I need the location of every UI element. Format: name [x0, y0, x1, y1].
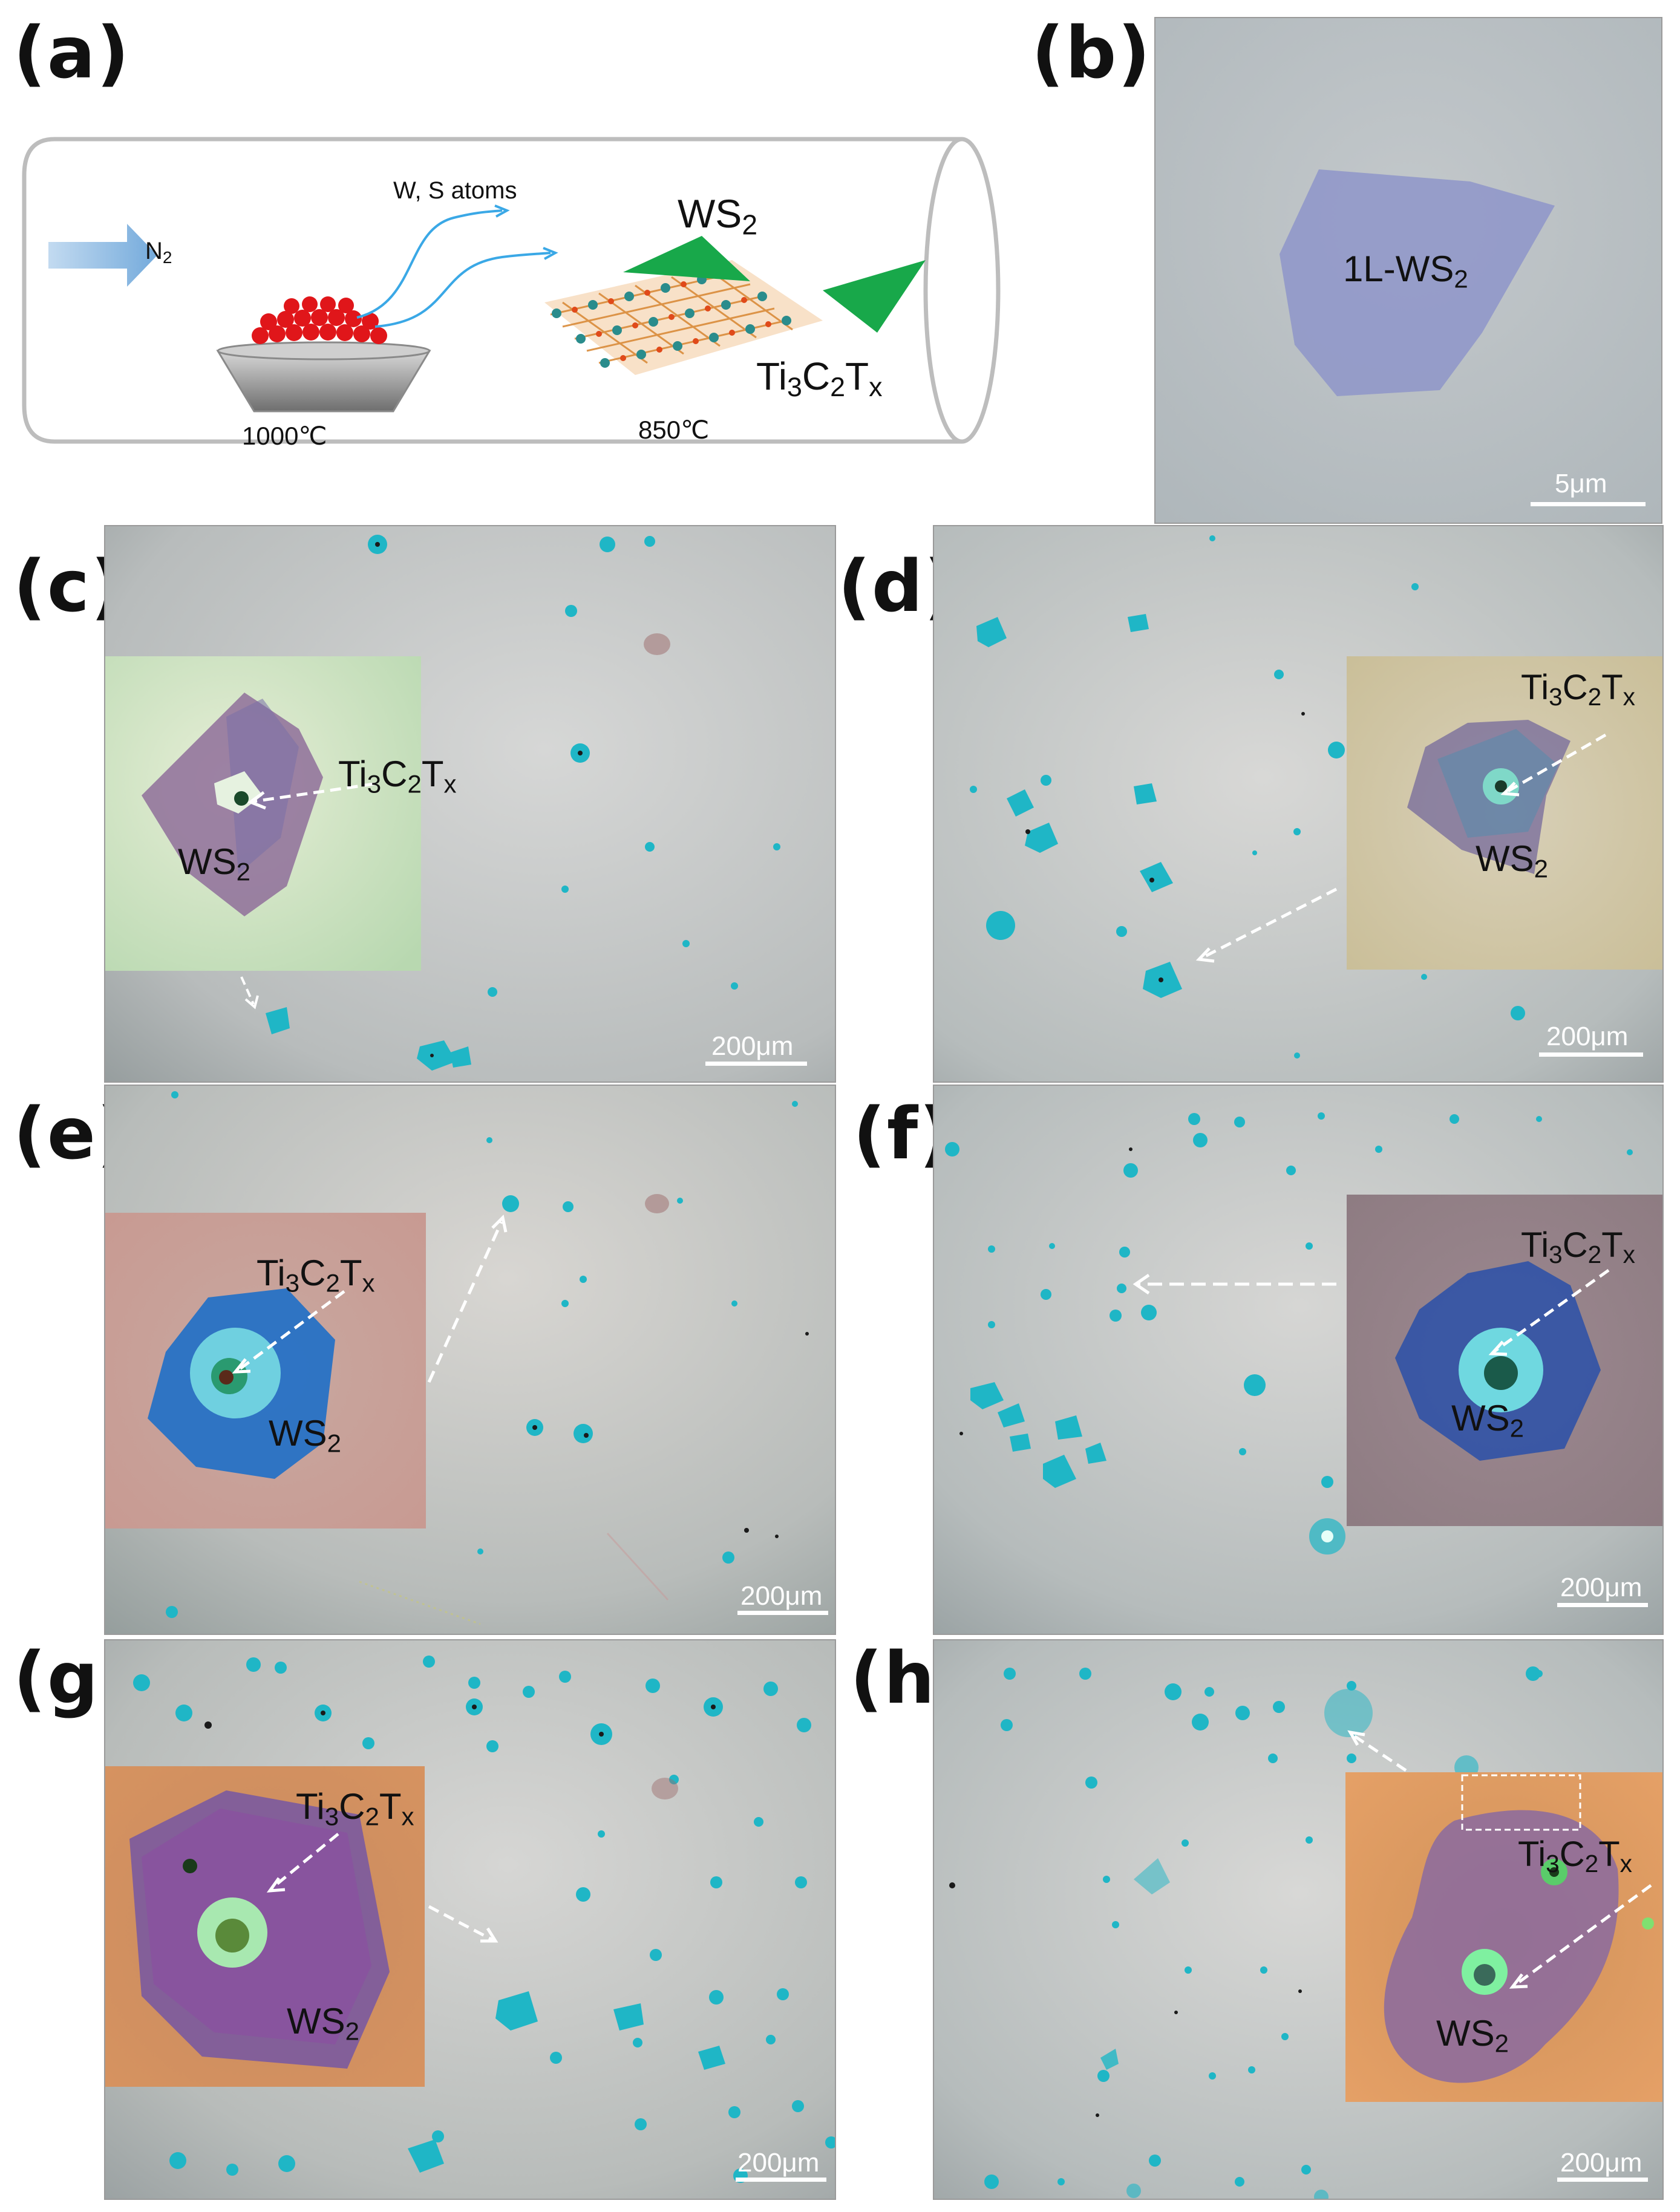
panel-e-micrograph: Ti3C2Tx WS2 200μm [104, 1085, 836, 1635]
panel-g-micrograph: Ti3C2Tx WS2 200μm [104, 1639, 836, 2200]
ti3c2tx-label-d: Ti3C2Tx [1521, 668, 1635, 711]
arrows-e [232, 1214, 508, 1383]
arrows-f [1133, 1268, 1610, 1356]
scale-label-f: 200μm [1560, 1573, 1642, 1602]
scale-label-h: 200μm [1560, 2148, 1642, 2178]
scale-label-d: 200μm [1546, 1022, 1629, 1051]
scale-label-e: 200μm [740, 1581, 823, 1611]
arrows-h [1347, 1730, 1652, 1989]
atoms-label: W, S atoms [393, 177, 517, 204]
scale-bar-e [737, 1611, 828, 1615]
scale-bar [1531, 502, 1646, 506]
scale-bar-d [1539, 1052, 1643, 1057]
scale-bar-h [1557, 2178, 1648, 2182]
panel-d-micrograph: Ti3C2Tx WS2 200μm [933, 525, 1664, 1083]
scale-bar-c [705, 1062, 807, 1066]
panel-h-micrograph: Ti3C2Tx WS2 200μm [933, 1639, 1664, 2200]
ti3c2tx-label-g: Ti3C2Tx [296, 1786, 414, 1831]
ws2-label-g: WS2 [287, 2001, 360, 2046]
inset-f [1347, 1195, 1662, 1526]
panel-c-micrograph: Ti3C2Tx WS2 200μm [104, 525, 836, 1083]
arrows-g [266, 1833, 498, 1943]
scale-label: 5μm [1555, 469, 1607, 498]
inset-g [105, 1766, 425, 2087]
ws2-label-h: WS2 [1436, 2013, 1509, 2058]
panel-label-a: (a) [13, 11, 131, 94]
ti3c2tx-label-f: Ti3C2Tx [1521, 1225, 1635, 1269]
panel-label-b: (b) [1031, 11, 1152, 94]
inset-c [105, 656, 421, 971]
ti3c2tx-label-h: Ti3C2Tx [1518, 1835, 1632, 1878]
inset-h [1345, 1772, 1662, 2102]
ws2-label-d: WS2 [1476, 838, 1549, 883]
source-temperature: 1000℃ [242, 422, 327, 450]
ti3c2tx-label-c: Ti3C2Tx [338, 754, 457, 798]
substrate-label: Ti3C2Tx [756, 354, 883, 403]
ws2-label-c: WS2 [178, 841, 251, 886]
cvd-tube-diagram [22, 137, 1001, 444]
panel-b-monolayer-image: 1L-WS2 5μm [1154, 17, 1662, 524]
scale-bar-g [736, 2178, 826, 2182]
scale-label-c: 200μm [711, 1031, 794, 1061]
flake-label: 1L-WS2 [1343, 249, 1468, 293]
scale-bar-f [1557, 1603, 1648, 1607]
ti3c2tx-label-e: Ti3C2Tx [257, 1253, 375, 1297]
arrows-c [240, 782, 375, 1010]
scale-label-g: 200μm [737, 2148, 820, 2178]
carrier-gas-label: N2 [145, 238, 172, 267]
ws2-label-e: WS2 [269, 1413, 342, 1458]
ws2-label-f: WS2 [1451, 1398, 1525, 1443]
substrate-temperature: 850℃ [638, 416, 710, 444]
panel-f-micrograph: Ti3C2Tx WS2 200μm [933, 1085, 1664, 1635]
arrows-d [1195, 733, 1607, 963]
panel-a-schematic: N2 W, S atoms WS2 Ti3C2Tx 1000℃ 850℃ [18, 121, 1010, 460]
ws2-product-label: WS2 [678, 191, 758, 241]
